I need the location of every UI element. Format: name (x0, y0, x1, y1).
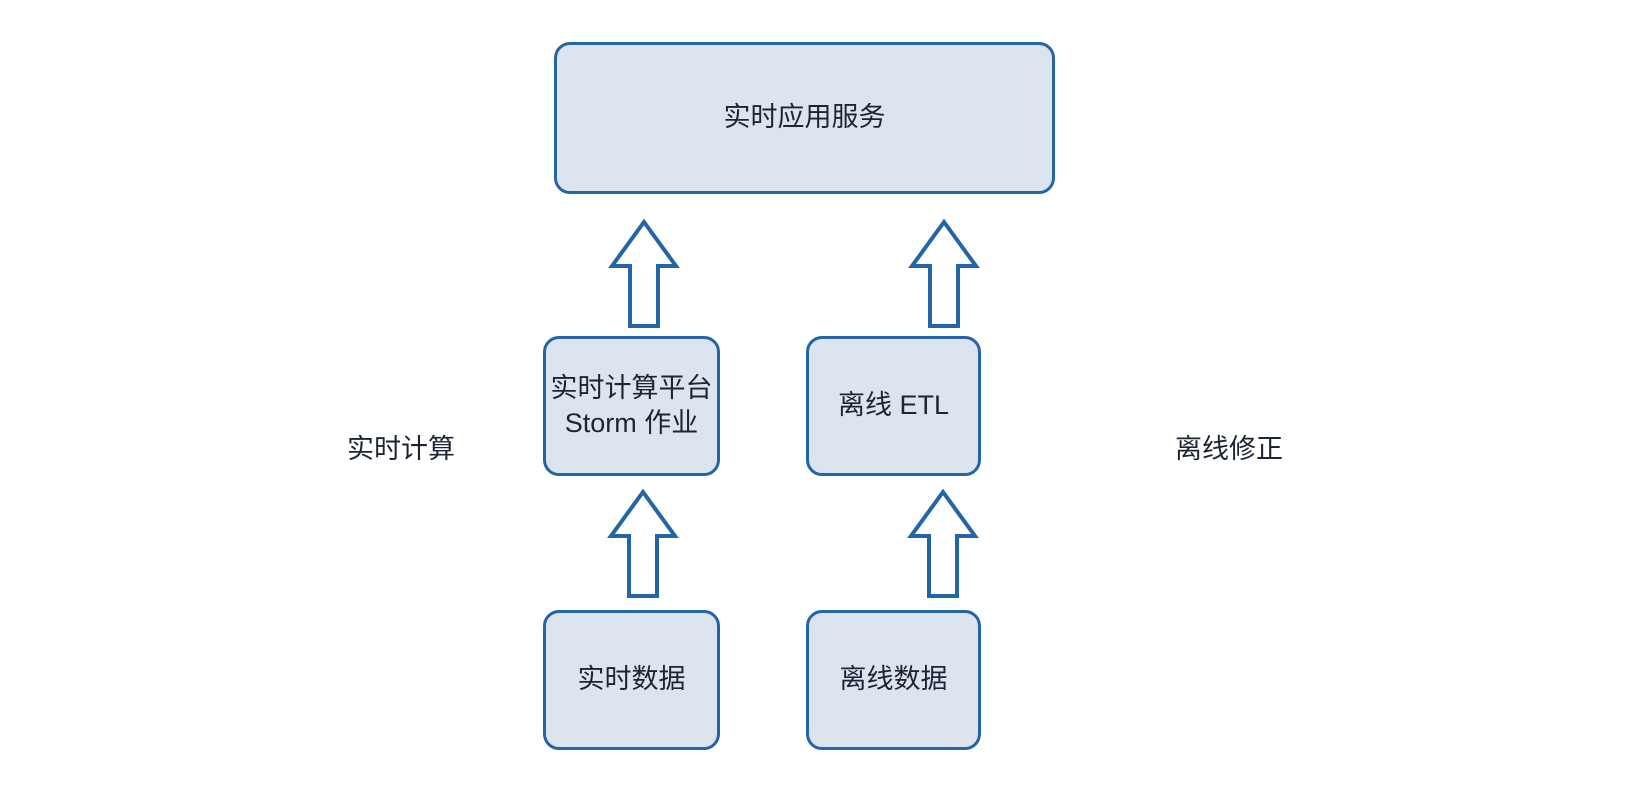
up-arrow-etl-to-service-icon (908, 218, 980, 328)
node-realtime-compute-storm: 实时计算平台 Storm 作业 (543, 336, 720, 476)
node-realtime-app-service: 实时应用服务 (554, 42, 1055, 194)
node-label-line1: 实时计算平台 (550, 372, 713, 403)
node-label: 离线 ETL (837, 390, 950, 421)
node-label: 实时数据 (577, 664, 686, 695)
node-label-line2: Storm 作业 (564, 408, 699, 438)
node-realtime-data: 实时数据 (543, 610, 720, 750)
node-label: 实时应用服务 (723, 102, 886, 133)
node-label: 离线数据 (839, 664, 948, 695)
node-offline-etl: 离线 ETL (806, 336, 981, 476)
up-arrow-offline-data-to-etl-icon (907, 488, 979, 598)
up-arrow-realtime-data-to-storm-icon (607, 488, 679, 598)
label-offline-correction: 离线修正 (1175, 434, 1283, 464)
node-offline-data: 离线数据 (806, 610, 981, 750)
up-arrow-storm-to-service-icon (608, 218, 680, 328)
label-realtime-compute: 实时计算 (347, 434, 455, 464)
